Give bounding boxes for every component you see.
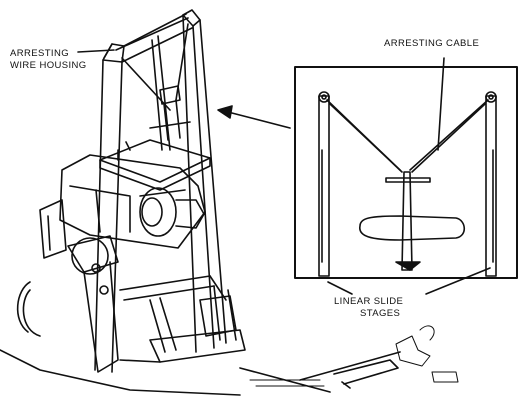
wire-housing-label-line1: ARRESTING — [10, 48, 70, 59]
leader-lines — [77, 49, 491, 295]
linear-slide-label-line1: LINEAR SLIDE — [334, 296, 404, 307]
wire-housing-label-line2: WIRE HOUSING — [10, 60, 87, 71]
linear-slide-label-line2: STAGES — [360, 308, 401, 319]
pointer-arrow — [217, 105, 291, 129]
floor-marks — [249, 325, 459, 387]
inset-box — [294, 57, 518, 279]
tower-assembly — [0, 9, 401, 396]
arresting-cable-label: ARRESTING CABLE — [384, 38, 480, 49]
